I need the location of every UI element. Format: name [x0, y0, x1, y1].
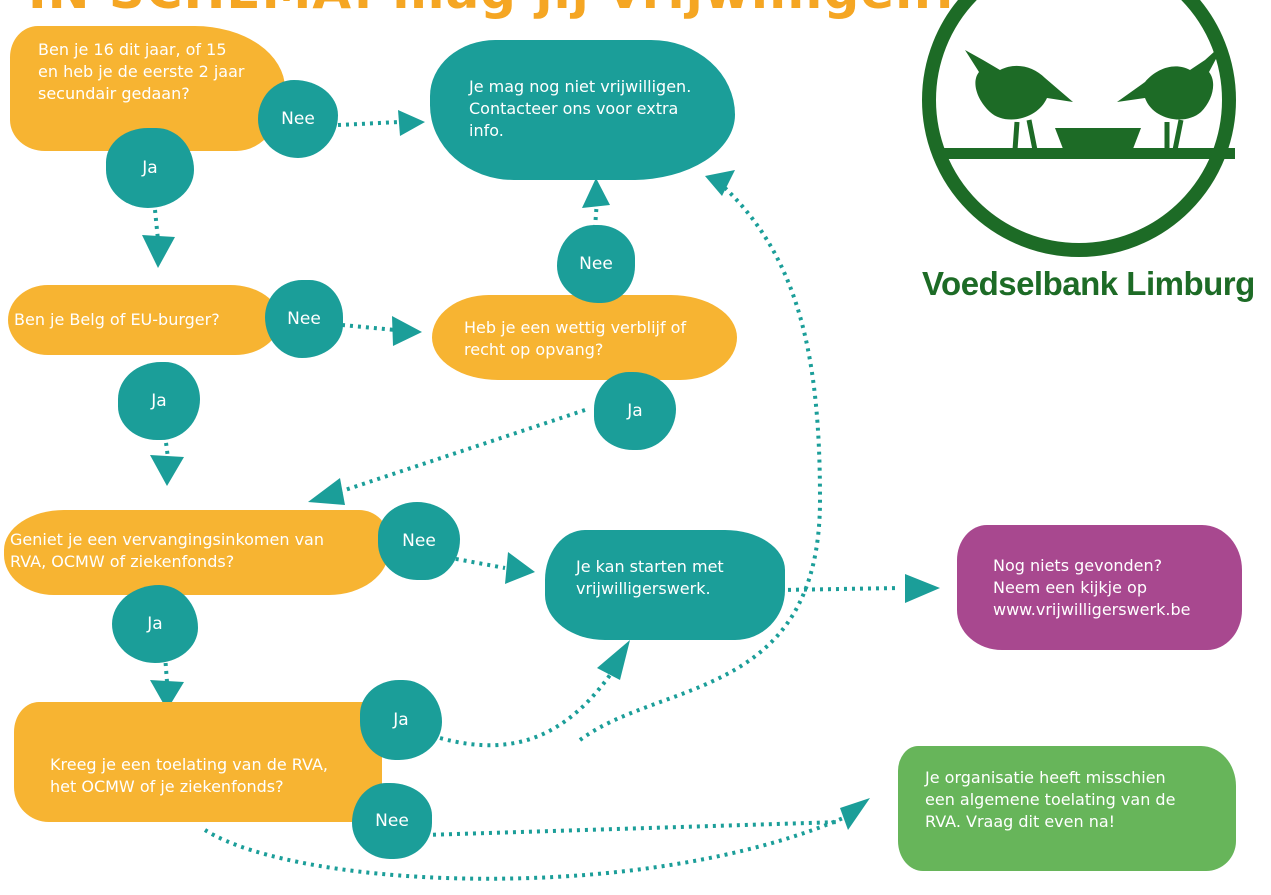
answer-q2-nee: Nee: [265, 280, 343, 358]
result-search-shape: [957, 525, 1242, 650]
result-not-yet-text: Je mag nog niet vrijwilligen. Contacteer…: [469, 77, 692, 140]
answer-q4-nee: Nee: [378, 502, 460, 580]
bird-left-icon: [965, 50, 1073, 120]
answer-q5-nee: Nee: [352, 783, 432, 859]
arrowhead-return-loop: [705, 170, 735, 196]
brand-name: Voedselbank Limburg: [922, 265, 1255, 302]
arrow-bottom-curve: [203, 813, 851, 881]
arrow-q5-nee: [424, 820, 841, 837]
arrow-start-search: [779, 586, 901, 592]
arrow-q5-ja: [439, 673, 612, 748]
question-nationality-text: Ben je Belg of EU-burger?: [14, 310, 220, 329]
question-income-shape: [4, 510, 389, 595]
question-permission-shape: [14, 702, 382, 822]
answer-q4-ja: Ja: [112, 585, 198, 663]
result-start-text: Je kan starten met vrijwilligerswerk.: [576, 557, 724, 598]
answer-q1-ja: Ja: [106, 128, 194, 208]
bird-right-icon: [1117, 42, 1225, 120]
arrow-q4-nee: [439, 554, 506, 570]
answer-q3-ja: Ja: [594, 372, 676, 450]
question-residence-shape: [432, 295, 737, 380]
arrow-q1-nee: [337, 120, 401, 127]
result-search-text: Nog niets gevonden? Neem een kijkje op w…: [993, 556, 1191, 619]
arrowhead-q1-nee: [398, 110, 425, 136]
arrowhead-q3-nee: [582, 178, 610, 208]
result-not-yet-shape: [430, 40, 735, 180]
answer-q3-nee: Nee: [557, 225, 635, 303]
answer-q1-nee: Nee: [258, 80, 338, 158]
arrowhead-q2-nee: [392, 316, 422, 346]
answer-q5-ja: Ja: [360, 680, 442, 760]
arrowhead-q4-nee: [505, 552, 535, 584]
arrow-return-loop: [578, 186, 823, 742]
bowl-icon: [1055, 128, 1141, 154]
arrowhead-q3-ja: [308, 478, 345, 505]
arrow-q2-nee: [341, 323, 396, 332]
question-income-text: Geniet je een vervangingsinkomen van RVA…: [10, 530, 324, 571]
arrowhead-start-search: [905, 574, 940, 603]
arrow-q1-ja: [153, 209, 160, 241]
arrowhead-q5-nee: [840, 798, 870, 830]
arrow-q3-ja: [329, 408, 586, 497]
answer-q2-ja: Ja: [118, 362, 200, 440]
result-organisation-text: Je organisatie heeft misschien een algem…: [925, 768, 1176, 831]
question-permission-text: Kreeg je een toelating van de RVA, het O…: [50, 755, 328, 796]
question-residence-text: Heb je een wettig verblijf of recht op o…: [464, 318, 687, 359]
schema-title: IN SCHEMA: mag jij vrijwilligen?: [28, 0, 962, 20]
question-nationality-shape: [8, 285, 280, 355]
voedselbank-logo: [922, 0, 1236, 257]
result-start-shape: [545, 530, 785, 640]
question-age-text: Ben je 16 dit jaar, of 15 en heb je de e…: [38, 40, 245, 103]
result-organisation-shape: [898, 746, 1236, 871]
arrowhead-q1-ja: [142, 235, 175, 268]
arrowhead-q5-ja: [597, 640, 630, 680]
arrowhead-q4-ja: [150, 680, 184, 710]
arrowhead-q2-ja: [150, 455, 184, 486]
